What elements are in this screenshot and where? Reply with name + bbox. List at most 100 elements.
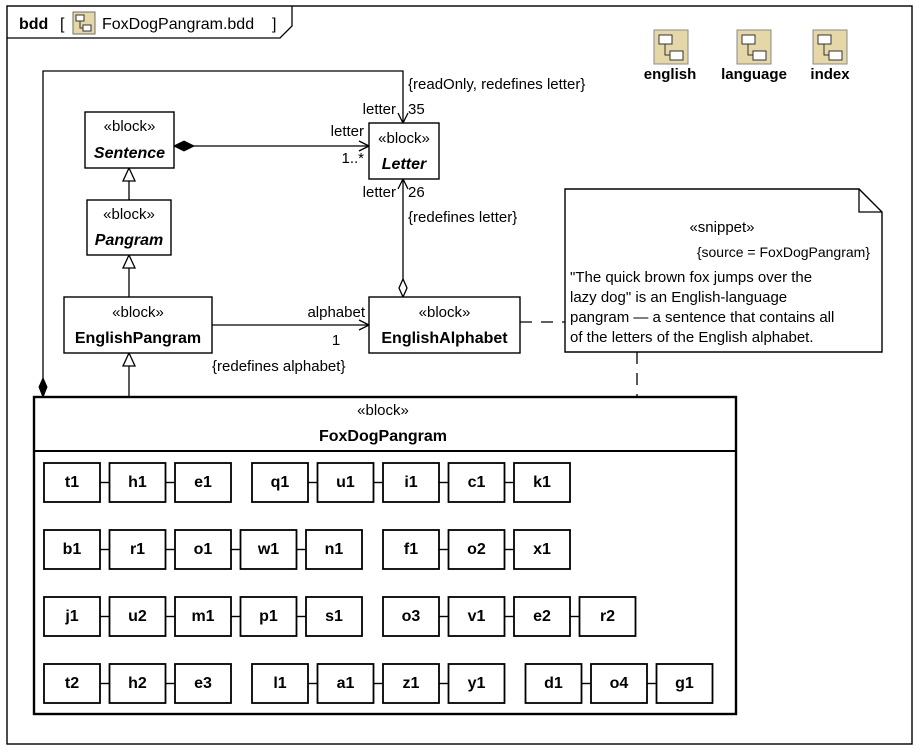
part-e3[interactable]: e3	[174, 663, 232, 704]
part-t2[interactable]: t2	[43, 663, 101, 704]
block-name: EnglishAlphabet	[381, 330, 508, 347]
part-label: p1	[259, 608, 278, 625]
block-stereotype: «block»	[112, 304, 164, 321]
block-name: FoxDogPangram	[319, 428, 447, 445]
generalization-triangle	[121, 351, 137, 367]
part-label: s1	[325, 608, 343, 625]
part-label: o3	[402, 608, 421, 625]
part-r2[interactable]: r2	[578, 596, 637, 637]
block-english-alphabet[interactable]: «block» EnglishAlphabet	[368, 296, 521, 354]
package-label: english	[644, 66, 697, 83]
multiplicity-label: 35	[408, 101, 425, 118]
block-sentence[interactable]: «block» Sentence	[84, 111, 175, 169]
part-g1[interactable]: g1	[655, 663, 714, 704]
generalization-triangle	[121, 166, 137, 182]
multiplicity-label: 1	[332, 332, 340, 349]
part-label: i1	[404, 474, 417, 491]
snippet-source: {source = FoxDogPangram}	[697, 244, 870, 260]
part-a1[interactable]: a1	[316, 663, 375, 704]
part-t1[interactable]: t1	[43, 462, 101, 503]
part-q1[interactable]: q1	[251, 462, 309, 503]
constraint-label: {readOnly, redefines letter}	[408, 76, 585, 93]
part-v1[interactable]: v1	[447, 596, 506, 637]
part-o2[interactable]: o2	[447, 529, 506, 570]
part-label: f1	[404, 541, 418, 558]
part-d1[interactable]: d1	[524, 663, 583, 704]
relationships	[38, 70, 638, 399]
block-pangram[interactable]: «block» Pangram	[86, 199, 172, 256]
part-label: n1	[325, 541, 344, 558]
part-label: t1	[65, 474, 79, 491]
association-foxdog-letter	[42, 70, 403, 397]
constraint-label: {redefines alphabet}	[212, 358, 345, 375]
part-label: u2	[128, 608, 147, 625]
part-c1[interactable]: c1	[447, 462, 506, 503]
part-u2[interactable]: u2	[108, 596, 167, 637]
block-name: Sentence	[94, 145, 165, 162]
part-p1[interactable]: p1	[239, 596, 298, 637]
part-r1[interactable]: r1	[108, 529, 167, 570]
part-z1[interactable]: z1	[382, 663, 440, 704]
part-o4[interactable]: o4	[590, 663, 648, 704]
part-x1[interactable]: x1	[513, 529, 571, 570]
part-label: u1	[336, 474, 355, 491]
part-e2[interactable]: e2	[513, 596, 571, 637]
frame-diagram-name: FoxDogPangram.bdd	[102, 16, 254, 33]
package-index[interactable]: index	[810, 29, 850, 83]
part-label: l1	[273, 675, 286, 692]
part-label: j1	[64, 608, 78, 625]
part-m1[interactable]: m1	[174, 596, 232, 637]
part-u1[interactable]: u1	[316, 462, 375, 503]
frame-diagram-icon	[72, 11, 96, 35]
part-label: x1	[533, 541, 551, 558]
frame-bracket-open: [	[60, 16, 65, 33]
part-label: c1	[468, 474, 486, 491]
role-label: letter	[331, 123, 364, 140]
part-f1[interactable]: f1	[382, 529, 440, 570]
part-h2[interactable]: h2	[108, 663, 167, 704]
part-b1[interactable]: b1	[43, 529, 101, 570]
part-k1[interactable]: k1	[513, 462, 571, 503]
part-label: a1	[337, 675, 355, 692]
parts-compartment: t1 h1 e1 q1 u1 i1 c1 k1 b1 r1 o1 w1 n1 f1 o2 x1 j1 u2 m1 p1…	[43, 462, 714, 704]
part-e1[interactable]: e1	[174, 462, 232, 503]
part-label: t2	[65, 675, 79, 692]
part-label: e2	[533, 608, 551, 625]
part-label: z1	[403, 675, 420, 692]
part-i1[interactable]: i1	[382, 462, 440, 503]
part-h1[interactable]: h1	[108, 462, 167, 503]
part-n1[interactable]: n1	[305, 529, 363, 570]
part-w1[interactable]: w1	[239, 529, 298, 570]
block-english-pangram[interactable]: «block» EnglishPangram	[63, 296, 213, 354]
part-label: b1	[63, 541, 82, 558]
part-o1[interactable]: o1	[174, 529, 232, 570]
block-stereotype: «block»	[103, 206, 155, 223]
package-english[interactable]: english	[644, 29, 697, 83]
role-label: letter	[363, 184, 396, 201]
part-s1[interactable]: s1	[305, 596, 363, 637]
block-stereotype: «block»	[419, 304, 471, 321]
package-label: index	[810, 66, 850, 83]
part-label: r1	[130, 541, 145, 558]
part-label: k1	[533, 474, 551, 491]
part-label: v1	[468, 608, 486, 625]
part-o3[interactable]: o3	[382, 596, 440, 637]
part-label: o1	[194, 541, 213, 558]
package-language[interactable]: language	[721, 29, 787, 83]
snippet-note[interactable]: «snippet» {source = FoxDogPangram} "The …	[564, 188, 883, 353]
part-label: o4	[610, 675, 629, 692]
block-letter[interactable]: «block» Letter	[368, 122, 440, 180]
part-label: d1	[544, 675, 563, 692]
part-y1[interactable]: y1	[447, 663, 506, 704]
part-j1[interactable]: j1	[43, 596, 101, 637]
package-diagram-icon	[812, 29, 848, 65]
part-label: e3	[194, 675, 212, 692]
part-l1[interactable]: l1	[251, 663, 309, 704]
part-label: g1	[675, 675, 694, 692]
frame-name-tab	[7, 6, 293, 39]
part-label: e1	[194, 474, 212, 491]
multiplicity-label: 26	[408, 184, 425, 201]
package-label: language	[721, 66, 787, 83]
